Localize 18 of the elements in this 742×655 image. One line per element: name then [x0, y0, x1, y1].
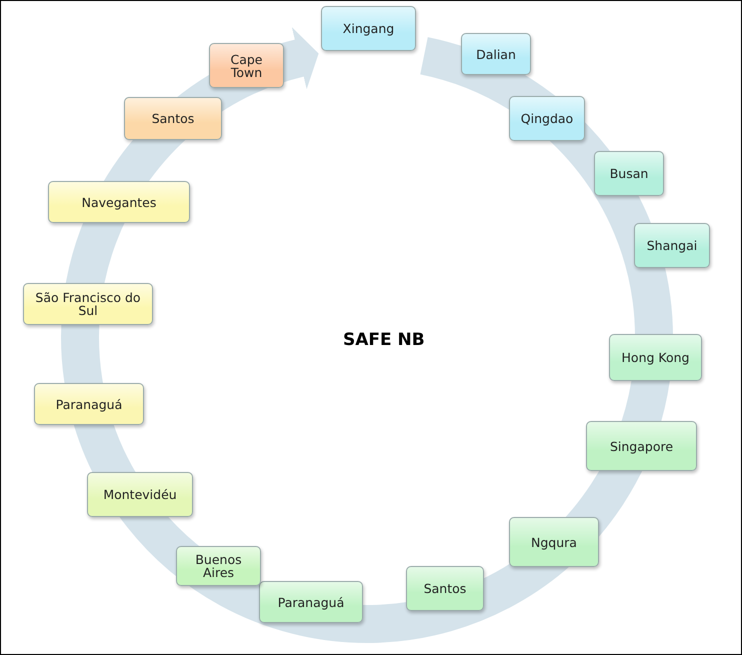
port-box: Singapore	[586, 421, 697, 471]
port-box: Busan	[594, 151, 664, 196]
port-box: Paranaguá	[34, 383, 144, 425]
port-box: Hong Kong	[609, 334, 702, 381]
port-box: Shangai	[634, 223, 710, 268]
port-box: Xingang	[321, 6, 416, 51]
port-box: Santos	[124, 97, 222, 140]
port-box: Buenos Aires	[176, 546, 261, 586]
port-box: Ngqura	[509, 517, 599, 567]
port-box: Dalian	[461, 33, 531, 75]
port-box: Santos	[406, 566, 484, 611]
port-box: Cape Town	[209, 43, 284, 88]
center-title: SAFE NB	[343, 330, 425, 350]
port-box: Paranaguá	[259, 581, 363, 623]
port-box: Navegantes	[48, 181, 190, 223]
port-box: São Francisco do Sul	[23, 283, 153, 325]
port-box: Qingdao	[509, 96, 585, 141]
port-box: Montevidéu	[87, 472, 193, 517]
